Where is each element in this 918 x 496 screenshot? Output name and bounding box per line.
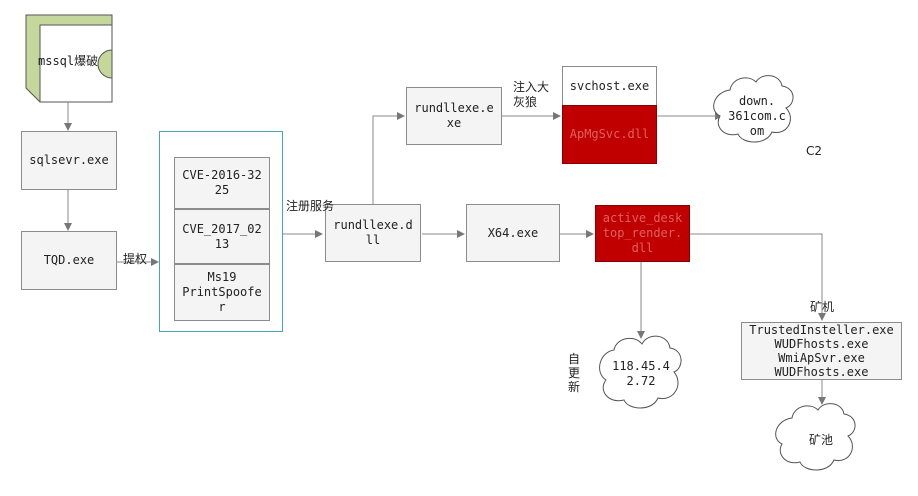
rundll-dll-node[interactable]: rundllexe.d ll — [325, 204, 421, 262]
cloud-pool-shape — [775, 403, 856, 471]
rundll-exe-node[interactable]: rundllexe.e xe — [406, 87, 502, 145]
tqd-node[interactable]: TQD.exe — [21, 231, 117, 290]
c2-label: C2 — [806, 144, 823, 158]
cloud-ip-shape — [599, 335, 682, 409]
mining-label: 矿机 — [810, 300, 835, 314]
sqlsevr-node[interactable]: sqlsevr.exe — [21, 131, 117, 190]
cloud-pool: 矿池 — [808, 433, 833, 447]
mssql-label: mssql爆破 — [38, 54, 99, 68]
mssql-shape — [25, 14, 113, 103]
miners-node[interactable]: TrustedInsteller.exe WUDFhosts.exe WmiAp… — [741, 322, 902, 380]
service-label: 注册服务 — [286, 199, 335, 213]
svchost-node[interactable]: svchost.exe — [562, 66, 657, 106]
privesc-label: 提权 — [123, 252, 148, 266]
cloud-down-shape — [713, 75, 794, 143]
cve-2016-node[interactable]: CVE-2016-32 25 — [174, 157, 270, 209]
cve-2017-node[interactable]: CVE_2017_02 13 — [174, 209, 270, 264]
inject-label: 注入大 灰狼 — [513, 80, 550, 109]
ms19-node[interactable]: Ms19 PrintSpoofe r — [174, 264, 270, 321]
apmgr-node[interactable]: ApMgSvc.dll — [562, 105, 657, 164]
edge-rundll-dll-rundll-exe — [372, 112, 405, 204]
update-label: 自 更 新 — [568, 352, 581, 394]
cloud-down: down. 361com.c om — [728, 94, 786, 138]
cloud-ip: 118.45.4 2.72 — [612, 359, 670, 388]
edge-active-miners — [690, 233, 826, 321]
active-desktop-node[interactable]: active_desk top_render. dll — [595, 205, 690, 262]
x64-node[interactable]: X64.exe — [466, 204, 560, 262]
